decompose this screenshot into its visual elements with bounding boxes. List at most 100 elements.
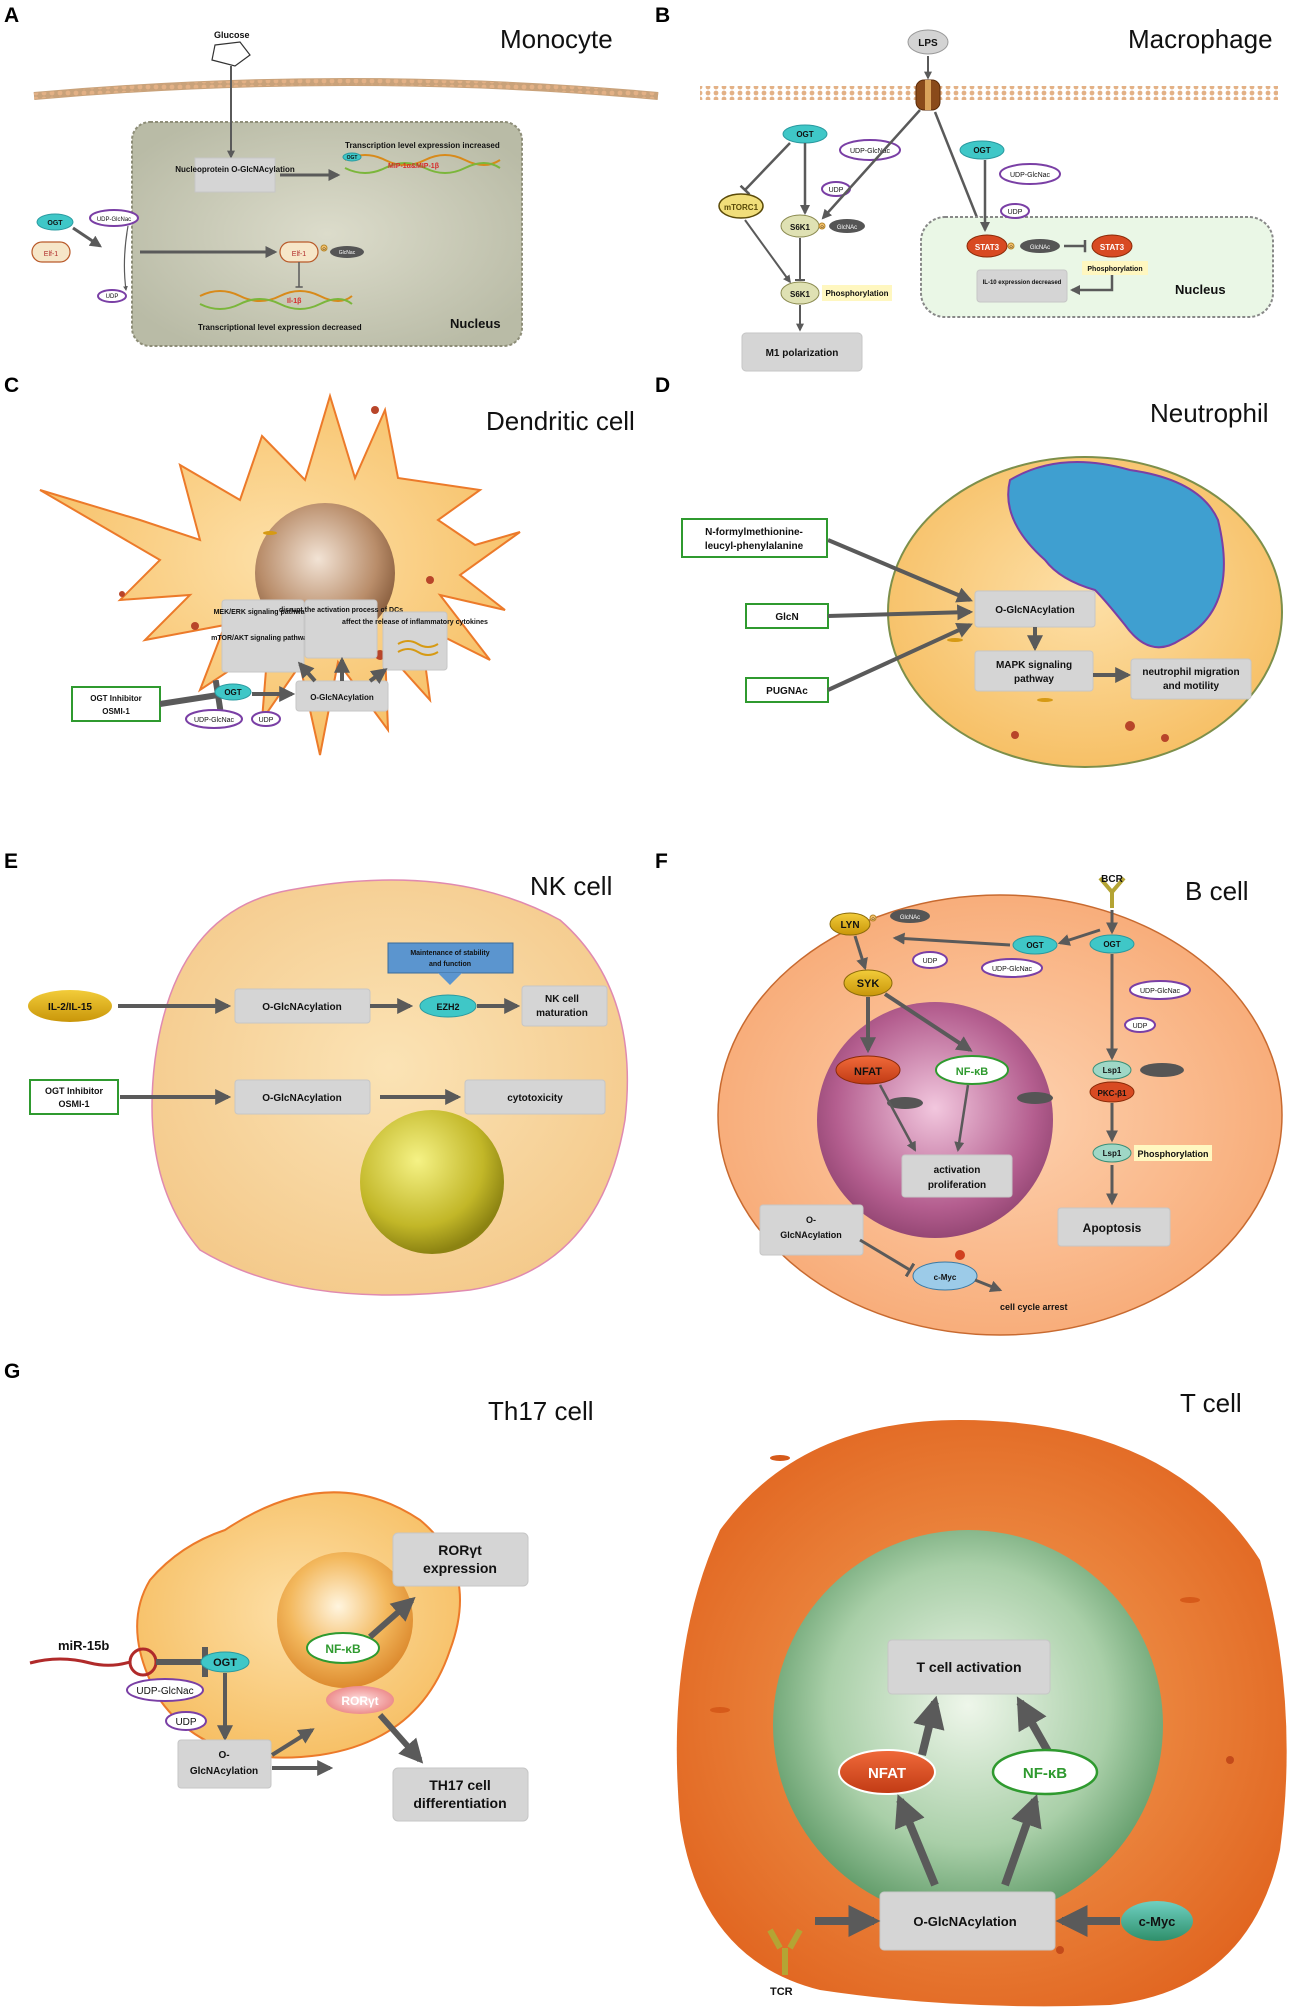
udp-c-icon bbox=[251, 711, 281, 727]
stat3-icon bbox=[966, 234, 1008, 258]
panel-d-title: Neutrophil bbox=[1150, 398, 1269, 428]
svg-text:STAT3: STAT3 bbox=[1100, 243, 1125, 252]
svg-text:OGT: OGT bbox=[973, 146, 990, 155]
svg-text:UDP: UDP bbox=[1008, 209, 1023, 216]
svg-text:NF-κB: NF-κB bbox=[325, 1642, 361, 1656]
svg-text:UDP: UDP bbox=[175, 1717, 196, 1728]
svg-text:O: O bbox=[322, 246, 325, 251]
udp-glcnac-f2-icon bbox=[1129, 980, 1191, 1000]
svg-text:c-Myc: c-Myc bbox=[1139, 1914, 1176, 1929]
panel-g-th17: G Th17 cell miR-15b OGT UDP-GlcNac UDP O… bbox=[4, 1360, 594, 1822]
ogt-g-icon bbox=[200, 1651, 250, 1673]
panel-b-label: B bbox=[655, 4, 670, 27]
b-nucleus bbox=[817, 1002, 1053, 1238]
svg-text:O-GlcNAcylation: O-GlcNAcylation bbox=[262, 1093, 341, 1104]
cmyc-f-icon bbox=[912, 1261, 978, 1291]
svg-text:O-: O- bbox=[806, 1215, 816, 1225]
pkc-icon bbox=[1089, 1081, 1135, 1103]
svg-text:activation: activation bbox=[934, 1165, 981, 1176]
lyn-icon bbox=[829, 912, 871, 936]
activation-f-box bbox=[901, 1154, 1013, 1198]
nfkb-f-icon bbox=[935, 1055, 1009, 1085]
svg-text:GlcNAc: GlcNAc bbox=[1030, 245, 1050, 251]
m1-box bbox=[741, 332, 863, 372]
udp-glcnac-g-icon bbox=[126, 1678, 204, 1702]
o-glcnac-g-box bbox=[177, 1739, 272, 1789]
svg-text:OGT Inhibitor: OGT Inhibitor bbox=[90, 694, 142, 703]
neutrophil-nucleus bbox=[1007, 461, 1225, 649]
cmyc-h-icon bbox=[1121, 1901, 1193, 1941]
panel-h-title: T cell bbox=[1180, 1388, 1242, 1418]
svg-text:Elf-1: Elf-1 bbox=[44, 251, 59, 258]
svg-text:LPS: LPS bbox=[918, 38, 938, 49]
panel-g-label: G bbox=[4, 1360, 20, 1383]
svg-text:PKC-β1: PKC-β1 bbox=[1098, 1089, 1127, 1098]
svg-text:UDP-GlcNac: UDP-GlcNac bbox=[136, 1686, 193, 1697]
svg-text:NFAT: NFAT bbox=[854, 1066, 882, 1078]
phos-b1-tag bbox=[822, 285, 892, 301]
mir-15b-icon bbox=[29, 1657, 131, 1667]
svg-text:UDP-GlcNac: UDP-GlcNac bbox=[194, 717, 235, 724]
svg-text:OGT Inhibitor: OGT Inhibitor bbox=[45, 1086, 103, 1096]
panel-f-title: B cell bbox=[1185, 876, 1249, 906]
ogt-c-icon bbox=[214, 683, 252, 701]
apoptosis-box bbox=[1057, 1207, 1171, 1247]
svg-text:RORγt: RORγt bbox=[438, 1542, 482, 1558]
nfat-h-icon bbox=[838, 1749, 936, 1795]
cytotoxicity-box bbox=[464, 1079, 606, 1115]
th17-differentiation-box bbox=[392, 1767, 529, 1822]
nk-cell-body bbox=[151, 879, 629, 1296]
panel-e-label: E bbox=[4, 850, 18, 873]
golgi-icon bbox=[397, 640, 439, 648]
udp-f1-icon bbox=[912, 951, 948, 969]
svg-text:UDP: UDP bbox=[259, 717, 274, 724]
gene-up-label: MIP-1α&MIP-1β bbox=[388, 163, 440, 170]
nfkb-h-icon bbox=[991, 1748, 1099, 1796]
lsp1-icon bbox=[1092, 1060, 1132, 1080]
svg-text:Phosphorylation: Phosphorylation bbox=[825, 289, 888, 298]
svg-text:OGT: OGT bbox=[224, 688, 241, 697]
svg-text:mTOR/AKT signaling pathways: mTOR/AKT signaling pathways bbox=[211, 635, 315, 642]
svg-text:OGT: OGT bbox=[1026, 941, 1043, 950]
svg-text:Lsp1: Lsp1 bbox=[1103, 1149, 1122, 1158]
decreased-label: Transcriptional level expression decreas… bbox=[198, 323, 362, 332]
svg-text:MEK/ERK signaling pathways: MEK/ERK signaling pathways bbox=[214, 609, 313, 616]
udp-glcnac-b2-icon bbox=[999, 163, 1061, 185]
rorgt-expression-box bbox=[392, 1532, 529, 1587]
svg-text:PUGNAc: PUGNAc bbox=[766, 686, 808, 697]
svg-text:disrupt the activation process: disrupt the activation process of DCs bbox=[279, 607, 403, 614]
nk-maturation-box bbox=[521, 985, 608, 1027]
ogt-f1-icon bbox=[1012, 935, 1058, 955]
s6k1-phos-icon bbox=[780, 281, 820, 305]
svg-text:OGT: OGT bbox=[1103, 940, 1120, 949]
migration-box bbox=[1130, 658, 1252, 700]
svg-text:S6K1: S6K1 bbox=[790, 290, 811, 299]
nucleoprotein-label: Nucleoprotein O-GlcNAcylation bbox=[175, 165, 295, 174]
svg-text:NFAT: NFAT bbox=[868, 1765, 906, 1782]
svg-text:GlcNAc: GlcNAc bbox=[900, 915, 920, 921]
o-glcnac-e2-box bbox=[234, 1079, 371, 1115]
svg-text:EZH2: EZH2 bbox=[436, 1002, 459, 1012]
il10-box bbox=[976, 269, 1068, 303]
svg-text:BCR: BCR bbox=[1101, 874, 1123, 885]
svg-text:IL-10 expression decreased: IL-10 expression decreased bbox=[983, 280, 1062, 286]
svg-text:and function: and function bbox=[429, 961, 471, 968]
phos-b2-tag bbox=[1082, 261, 1148, 275]
mapk-box bbox=[974, 650, 1094, 692]
svg-text:GlcNac: GlcNac bbox=[339, 250, 356, 256]
svg-text:NF-κB: NF-κB bbox=[956, 1066, 988, 1078]
udp-glcnac-c-icon bbox=[185, 709, 243, 729]
svg-text:cytotoxicity: cytotoxicity bbox=[507, 1093, 563, 1104]
svg-text:TH17 cell: TH17 cell bbox=[429, 1777, 490, 1793]
panel-e-title: NK cell bbox=[530, 871, 612, 901]
mek-mtor-box bbox=[221, 599, 305, 673]
svg-text:Phosphorylation: Phosphorylation bbox=[1137, 1149, 1208, 1159]
svg-text:UDP-GlcNac: UDP-GlcNac bbox=[97, 217, 131, 223]
svg-text:S6K1: S6K1 bbox=[790, 223, 811, 232]
svg-text:expression: expression bbox=[423, 1560, 497, 1576]
glucose-label: Glucose bbox=[214, 30, 250, 40]
lsp1-phos-icon bbox=[1092, 1143, 1132, 1163]
cell-cycle-arrest-label: cell cycle arrest bbox=[1000, 1302, 1068, 1312]
svg-text:UDP-GlcNac: UDP-GlcNac bbox=[1010, 172, 1051, 179]
panel-f-bcell: F B cell BCR LYN O GlcNAc OGT UDP UDP-Gl… bbox=[655, 850, 1283, 1336]
